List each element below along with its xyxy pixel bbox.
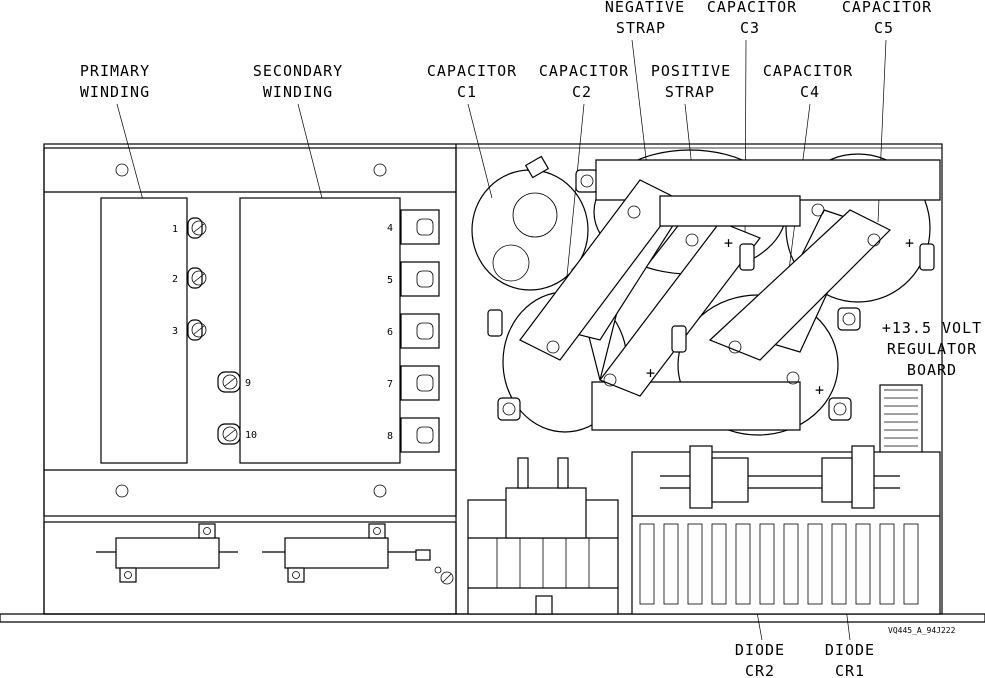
svg-text:C3: C3 xyxy=(740,19,760,37)
svg-text:+: + xyxy=(905,234,915,252)
svg-text:DIODE: DIODE xyxy=(735,641,785,659)
svg-text:DIODE: DIODE xyxy=(825,641,875,659)
mounting-hole xyxy=(116,485,128,497)
label-primary-winding: PRIMARY WINDING xyxy=(80,62,150,101)
svg-text:CAPACITOR: CAPACITOR xyxy=(427,62,517,80)
svg-text:+: + xyxy=(815,381,825,399)
drawing-id: VQ445_A_94J222 xyxy=(888,626,956,635)
svg-text:C1: C1 xyxy=(457,83,477,101)
label-capacitor-c5: CAPACITOR C5 xyxy=(842,0,932,37)
svg-text:WINDING: WINDING xyxy=(263,83,333,101)
svg-text:5: 5 xyxy=(387,275,393,286)
svg-text:CAPACITOR: CAPACITOR xyxy=(707,0,797,16)
svg-text:CAPACITOR: CAPACITOR xyxy=(763,62,853,80)
capacitor-c1 xyxy=(472,156,588,290)
connector-block xyxy=(468,458,618,614)
svg-text:C4: C4 xyxy=(800,83,820,101)
transformer-assembly: 1 2 3 4 5 6 7 xyxy=(44,148,456,516)
svg-text:6: 6 xyxy=(387,327,393,338)
svg-text:+13.5 VOLT: +13.5 VOLT xyxy=(882,319,982,337)
svg-text:CAPACITOR: CAPACITOR xyxy=(842,0,932,16)
mounting-hole xyxy=(116,164,128,176)
label-diode-cr1: DIODE CR1 xyxy=(825,641,875,678)
label-capacitor-c3: CAPACITOR C3 xyxy=(707,0,797,37)
svg-text:PRIMARY: PRIMARY xyxy=(80,62,150,80)
svg-text:REGULATOR: REGULATOR xyxy=(887,340,977,358)
svg-text:NEGATIVE: NEGATIVE xyxy=(605,0,685,16)
svg-text:STRAP: STRAP xyxy=(616,19,666,37)
svg-text:4: 4 xyxy=(387,223,393,234)
secondary-winding-block xyxy=(240,198,400,463)
mounting-hole xyxy=(374,164,386,176)
svg-text:STRAP: STRAP xyxy=(665,83,715,101)
resistor-board xyxy=(44,522,456,614)
svg-text:WINDING: WINDING xyxy=(80,83,150,101)
svg-text:2: 2 xyxy=(172,274,178,285)
svg-text:BOARD: BOARD xyxy=(907,361,957,379)
label-capacitor-c1: CAPACITOR C1 xyxy=(427,62,517,101)
svg-text:7: 7 xyxy=(387,379,393,390)
svg-text:10: 10 xyxy=(245,430,257,441)
svg-text:C2: C2 xyxy=(572,83,592,101)
svg-text:C5: C5 xyxy=(874,19,894,37)
label-capacitor-c4: CAPACITOR C4 xyxy=(763,62,853,101)
heatsink xyxy=(632,452,940,614)
svg-text:8: 8 xyxy=(387,431,393,442)
svg-text:CAPACITOR: CAPACITOR xyxy=(539,62,629,80)
label-negative-strap: NEGATIVE STRAP xyxy=(605,0,685,37)
svg-text:+: + xyxy=(724,234,734,252)
resistor xyxy=(262,524,453,584)
mounting-hole xyxy=(374,485,386,497)
svg-text:+: + xyxy=(646,364,656,382)
svg-text:1: 1 xyxy=(172,224,178,235)
svg-text:9: 9 xyxy=(245,378,251,389)
svg-text:SECONDARY: SECONDARY xyxy=(253,62,343,80)
svg-text:CR1: CR1 xyxy=(835,662,865,678)
label-capacitor-c2: CAPACITOR C2 xyxy=(539,62,629,101)
svg-text:POSITIVE: POSITIVE xyxy=(651,62,731,80)
label-positive-strap: POSITIVE STRAP xyxy=(651,62,731,101)
label-secondary-winding: SECONDARY WINDING xyxy=(253,62,343,101)
label-diode-cr2: DIODE CR2 xyxy=(735,641,785,678)
label-regulator-board: +13.5 VOLT REGULATOR BOARD xyxy=(882,319,982,379)
resistor xyxy=(96,524,238,582)
svg-text:3: 3 xyxy=(172,326,178,337)
svg-text:CR2: CR2 xyxy=(745,662,775,678)
positive-strap xyxy=(520,180,890,396)
